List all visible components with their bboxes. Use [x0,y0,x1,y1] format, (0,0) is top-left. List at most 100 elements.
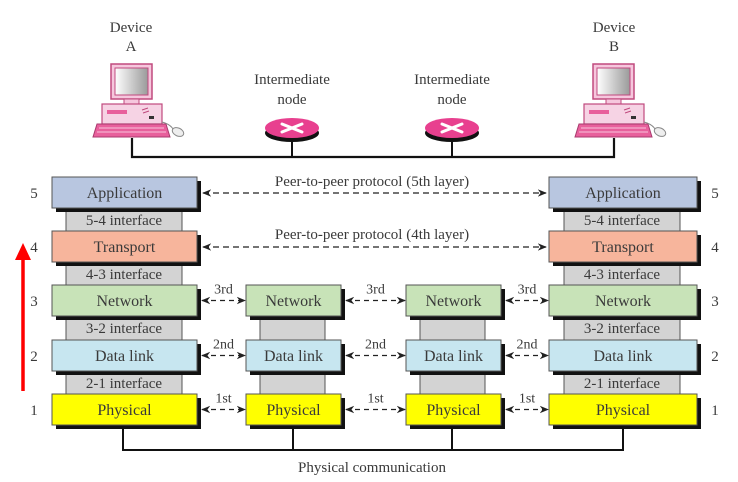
device-a-physical-layer: Physical [51,393,201,429]
layer-numbers-right: 5 4 3 2 1 [711,186,719,419]
hop-label: 2nd [365,338,386,353]
layer-box [51,284,198,317]
layer-name-label: Network [97,293,153,310]
device-a-label-line2: A [126,39,137,55]
layer-box [405,339,502,372]
layer-name-label: Data link [264,348,323,365]
interface-3-2-label-a: 3-2 interface [86,321,163,337]
computer-icon-device-a [92,63,185,138]
node-2-network-layer: Network [405,284,505,320]
device-b-interfaces: 5-4 interface 4-3 interface 3-2 interfac… [563,207,681,395]
hop-layer1-node-2-to-device-b: 1st [505,392,549,414]
layer-number-1-left: 1 [30,403,38,419]
layer-box [51,393,198,426]
hop-layer2-node-1-to-node-2: 2nd [345,338,406,360]
layer-number-4-right: 4 [711,240,719,256]
layer-name-label: Data link [424,348,483,365]
node-1-network-layer: Network [245,284,345,320]
layer-name-label: Data link [95,348,154,365]
layer-box [245,393,342,426]
interface-5-4-label-a: 5-4 interface [86,213,163,229]
layer-number-2-left: 2 [30,349,38,365]
hop-layer1-device-a-to-node-1: 1st [201,392,246,414]
layer-number-2-right: 2 [711,349,719,365]
layer-name-label: Network [266,293,322,310]
device-b-network-layer: Network [548,284,701,320]
interface-4-3-label-a: 4-3 interface [86,267,163,283]
network-bus-line [130,138,616,159]
interface-3-2-label-b: 3-2 interface [584,321,661,337]
layer-number-5-right: 5 [711,186,719,202]
layer-name-label: Physical [596,402,651,419]
layer-box [405,284,502,317]
device-b-physical-layer: Physical [548,393,701,429]
router-icon-1 [265,118,319,142]
layer-name-label: Network [595,293,651,310]
intermediate-node-1-label-line1: Intermediate [254,72,330,88]
layer-number-5-left: 5 [30,186,38,202]
device-a-transport-layer: Transport [51,230,201,266]
peer-protocol-layer4-label: Peer-to-peer protocol (4th layer) [275,227,469,243]
hop-layer1-node-1-to-node-2: 1st [345,392,406,414]
hop-label: 1st [519,392,535,407]
layer-name-label: Transport [94,239,156,256]
device-a-label-line1: Device [110,20,153,36]
hop-label: 1st [367,392,383,407]
layer-box [51,176,198,209]
device-b-label-line2: B [609,39,619,55]
node-1-data-link-layer: Data link [245,339,345,375]
computer-icon-device-b [574,63,667,138]
hop-layer2-device-a-to-node-1: 2nd [201,338,246,360]
layer-box [548,230,698,263]
layer-name-label: Application [87,185,163,202]
device-b-application-layer: Application [548,176,701,212]
device-a-network-layer: Network [51,284,201,320]
layer-number-4-left: 4 [30,240,38,256]
node-2-physical-layer: Physical [405,393,505,429]
intermediate-node-2-label-line2: node [437,92,467,108]
hop-label: 3rd [518,283,537,298]
hop-label: 3rd [366,283,385,298]
hop-label: 2nd [213,338,234,353]
layer-name-label: Physical [266,402,321,419]
node-1-physical-layer: Physical [245,393,345,429]
layer-box [51,339,198,372]
layer-name-label: Physical [426,402,481,419]
layer-name-label: Transport [592,239,654,256]
interface-5-4-label-b: 5-4 interface [584,213,661,229]
interface-2-1-label-a: 2-1 interface [86,376,163,392]
hop-layer2-node-2-to-device-b: 2nd [505,338,549,360]
device-b-transport-layer: Transport [548,230,701,266]
layer-box [548,393,698,426]
hop-layer3-node-2-to-device-b: 3rd [505,283,549,305]
node-2-data-link-layer: Data link [405,339,505,375]
physical-communication-label: Physical communication [298,460,446,476]
physical-communication-line [122,429,624,451]
peer-protocol-layer5-label: Peer-to-peer protocol (5th layer) [275,174,469,190]
layer-name-label: Application [585,185,661,202]
hop-layer3-device-a-to-node-1: 3rd [201,283,246,305]
layer-box [245,284,342,317]
layer-box [548,284,698,317]
layer-numbers-left: 5 4 3 2 1 [30,186,38,419]
layer-name-label: Network [426,293,482,310]
hop-label: 3rd [214,283,233,298]
layer-name-label: Physical [97,402,152,419]
layer-number-3-left: 3 [30,294,38,310]
layer-name-label: Data link [593,348,652,365]
layer-box [51,230,198,263]
router-icon-2 [425,118,479,142]
hop-layer3-node-1-to-node-2: 3rd [345,283,406,305]
device-b-label-line1: Device [593,20,636,36]
interface-2-1-label-b: 2-1 interface [584,376,661,392]
device-a-application-layer: Application [51,176,201,212]
intermediate-node-1-label-line2: node [277,92,307,108]
layer-number-3-right: 3 [711,294,719,310]
intermediate-node-2-label-line1: Intermediate [414,72,490,88]
interface-4-3-label-b: 4-3 interface [584,267,661,283]
layer-box [405,393,502,426]
hop-label: 1st [215,392,231,407]
device-b-data-link-layer: Data link [548,339,701,375]
